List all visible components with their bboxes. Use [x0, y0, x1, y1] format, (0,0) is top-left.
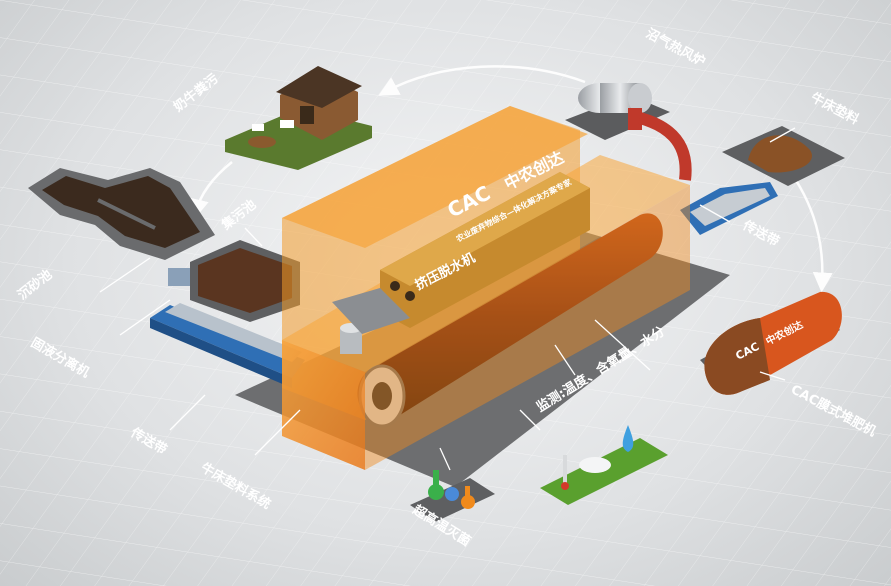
- monitoring-tile: [540, 425, 668, 505]
- left-conveyor: [150, 303, 305, 388]
- cow-bedding-pile: [722, 126, 845, 186]
- biogas-hot-air-stove: [565, 83, 692, 181]
- dairy-barn: [225, 66, 372, 170]
- main-container: [282, 106, 690, 470]
- fermentation-drum: [357, 213, 663, 422]
- pump: [168, 268, 190, 286]
- sterilization-tile: [410, 470, 495, 522]
- sand-settling-tank: [28, 168, 215, 260]
- right-conveyor: [680, 182, 778, 235]
- collection-tank: [168, 240, 300, 322]
- leader-lines: [99, 127, 796, 471]
- cac-fermenter: CAC 中农创达: [700, 291, 842, 395]
